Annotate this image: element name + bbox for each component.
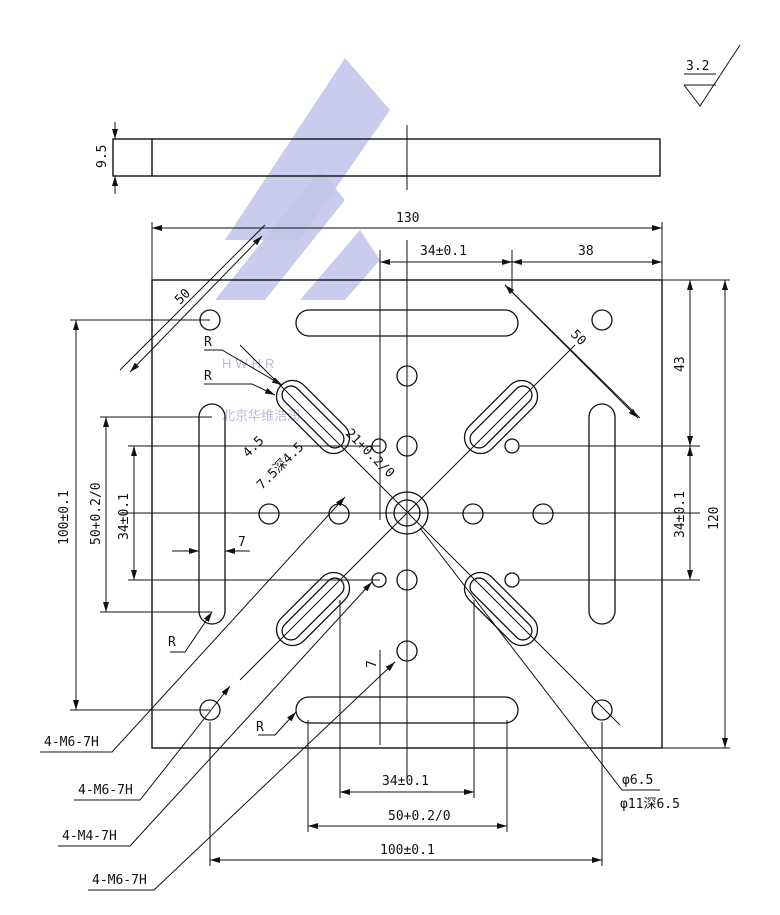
dim-width: 130	[396, 211, 419, 226]
dim-bottom-50: 50+0.2/0	[388, 809, 451, 824]
watermark-company: 北京华维浩润	[222, 408, 300, 423]
dim-diag-50-right: 50	[567, 327, 589, 349]
label-r-lower-left: R	[168, 635, 176, 650]
watermark-brand: HWHR	[222, 356, 278, 371]
dim-left-50: 50+0.2/0	[89, 482, 104, 545]
dim-vert-7: 7	[365, 660, 380, 668]
dim-bottom-34: 34±0.1	[382, 774, 429, 789]
dim-left-100: 100±0.1	[57, 490, 72, 545]
callout-m6-1: 4-M6-7H	[44, 735, 99, 750]
side-view: 9.5	[95, 122, 661, 194]
watermark-logo: HWHR 北京华维浩润	[215, 58, 390, 423]
dim-diag-50-left: 50	[172, 286, 194, 308]
dim-top-38: 38	[578, 244, 594, 259]
label-r1: R	[204, 335, 212, 350]
callout-m4: 4-M4-7H	[62, 829, 117, 844]
thickness-label: 9.5	[95, 145, 110, 168]
dim-left-7: 7	[238, 535, 246, 550]
dim-top-34: 34±0.1	[420, 244, 467, 259]
dim-right-34: 34±0.1	[673, 491, 688, 538]
dim-height: 120	[707, 507, 722, 530]
dim-slot-length: 21+0.2/0	[342, 426, 397, 481]
callout-m6-3: 4-M6-7H	[92, 873, 147, 888]
roughness-symbol: 3.2	[683, 44, 741, 107]
dim-bottom-100: 100±0.1	[380, 843, 435, 858]
dim-right-43: 43	[673, 356, 688, 372]
dim-hole-diameter: φ6.5	[622, 773, 653, 788]
dim-slot-width: 4.5	[240, 434, 267, 461]
label-r-bottom: R	[256, 720, 264, 735]
callout-m6-2: 4-M6-7H	[78, 783, 133, 798]
dim-hole-counterbore: φ11深6.5	[620, 797, 680, 812]
label-r2: R	[204, 369, 212, 384]
dim-left-34: 34±0.1	[117, 493, 132, 540]
top-view-plate: 130 34±0.1 38 50 50	[40, 211, 730, 891]
roughness-value: 3.2	[686, 59, 709, 74]
